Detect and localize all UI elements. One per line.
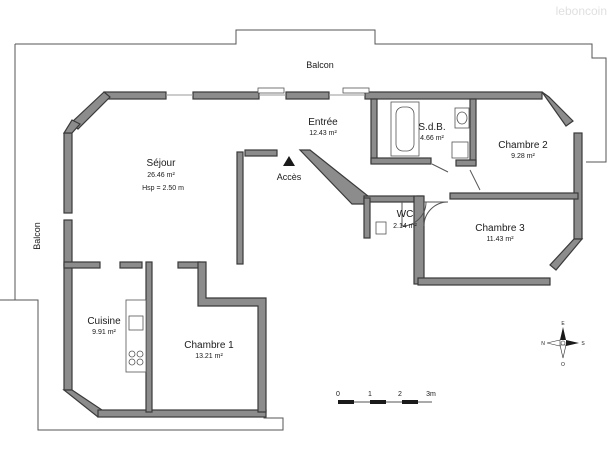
door-swing-sdb	[431, 163, 449, 173]
brand-watermark: leboncoin	[555, 4, 607, 18]
compass-rose-icon: E O N S	[541, 321, 585, 368]
compass-s: S	[581, 341, 585, 347]
wall-bay-ne	[541, 91, 574, 127]
wall-wc-top	[363, 195, 415, 203]
wall-ch3-south	[417, 277, 551, 286]
washer	[451, 141, 469, 159]
wall-west-mid	[63, 219, 73, 266]
room-area-wc: 2.14 m²	[393, 223, 417, 230]
room-area-chambre-2: 9.28 m²	[511, 153, 535, 160]
wall-sdb-south	[370, 157, 432, 165]
hob-2	[136, 350, 144, 358]
room-area-sejour: 26.46 m²	[147, 172, 175, 179]
wc-toilet	[375, 221, 387, 235]
wall-north-2	[192, 91, 260, 100]
door-swing-wc	[401, 201, 427, 227]
room-area-sdb: 4.66 m²	[420, 135, 444, 142]
room-area-entree: 12.43 m²	[309, 130, 337, 137]
room-area-cuisine: 9.91 m²	[92, 329, 116, 336]
room-name-cuisine: Cuisine	[87, 316, 121, 327]
compass-o: O	[561, 362, 565, 368]
wall-sejour-cuisine-2	[119, 261, 143, 269]
wall-ch3-west	[413, 195, 425, 285]
wall-north-3	[285, 91, 330, 100]
hob-4	[136, 358, 144, 366]
window-frame-2	[342, 87, 370, 94]
window-frame-1	[257, 87, 285, 94]
wall-sejour-cuisine	[63, 261, 101, 269]
wall-sdb-ch2	[455, 159, 477, 167]
compass-n: N	[541, 341, 545, 347]
wall-bay-nw	[70, 91, 111, 130]
wall-sejour-ch1	[177, 261, 201, 269]
wall-corridor-west	[236, 151, 244, 265]
wall-west-upper	[63, 132, 73, 214]
sink-sdb-basin	[456, 111, 468, 125]
access-arrow-icon	[283, 156, 295, 166]
wall-south	[97, 409, 267, 418]
wall-north-4	[364, 91, 543, 100]
room-name-sdb: S.d.B.	[418, 122, 445, 133]
door-swing-ch2	[469, 169, 481, 191]
scale-tick-0: 0	[336, 391, 340, 398]
wall-ch2-ch3	[449, 192, 579, 200]
wall-cuisine-ch1	[145, 261, 153, 413]
room-area-chambre-1: 13.21 m²	[195, 353, 223, 360]
hob-3	[128, 358, 136, 366]
room-name-entree: Entrée	[308, 117, 338, 128]
room-area-chambre-3: 11.43 m²	[486, 236, 514, 243]
wall-wc-west	[363, 197, 371, 239]
room-name-chambre-2: Chambre 2	[498, 140, 548, 151]
room-name-wc: WC	[397, 209, 414, 220]
hob-1	[128, 350, 136, 358]
scale-tick-3: 3m	[426, 391, 436, 398]
room-name-chambre-3: Chambre 3	[475, 223, 525, 234]
bathtub-inner	[395, 106, 415, 152]
wall-east-upper	[573, 132, 583, 240]
label-balcon-top: Balcon	[306, 60, 334, 70]
label-balcon-left: Balcon	[32, 222, 42, 250]
wall-ch1-east	[197, 261, 267, 413]
scale-tick-2: 2	[398, 391, 402, 398]
room-name-chambre-1: Chambre 1	[184, 340, 234, 351]
wall-sdb-east	[469, 98, 477, 166]
room-name-sejour: Séjour	[147, 158, 177, 169]
label-hsp: Hsp = 2.50 m	[142, 185, 184, 192]
wall-entry-stub	[244, 149, 278, 157]
compass-e: E	[561, 321, 565, 327]
scale-tick-1: 1	[368, 391, 372, 398]
wall-north-1	[103, 91, 167, 100]
wall-west-lower	[63, 264, 73, 391]
scale-bar: 0 1 2 3m	[336, 391, 436, 404]
door-swing-ch3	[423, 201, 449, 227]
label-acces: Accès	[277, 172, 302, 182]
wall-entry-diag	[298, 149, 369, 205]
wall-bay-se	[549, 238, 584, 271]
wall-sdb-west	[370, 98, 378, 164]
kitchen-sink	[128, 315, 144, 331]
wall-corner-nw	[62, 119, 81, 134]
